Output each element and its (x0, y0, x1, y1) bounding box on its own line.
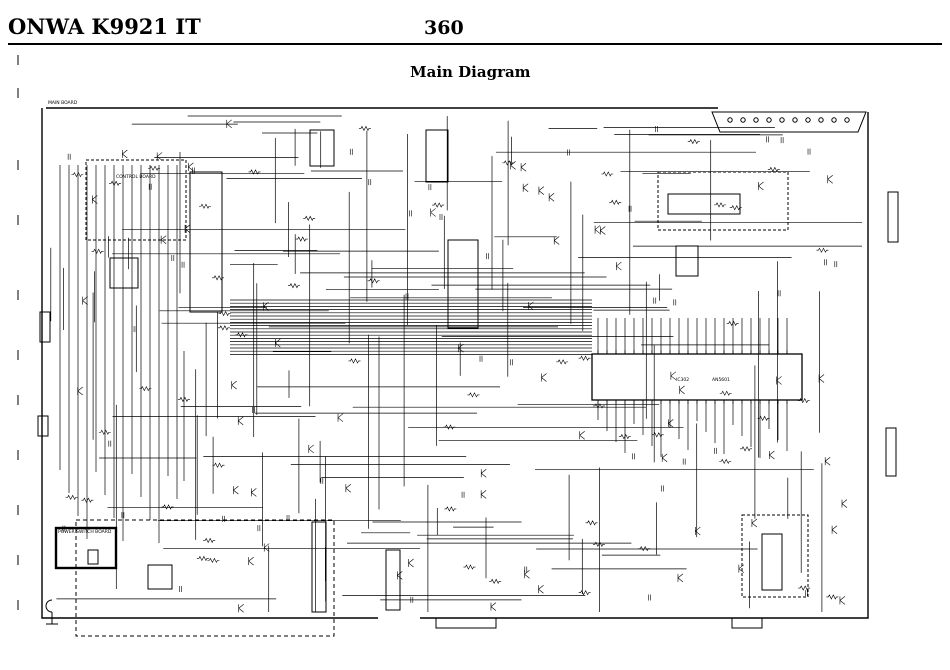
model-title: ONWA K9921 IT (8, 14, 201, 39)
control-board-label: CONTROL BOARD (116, 174, 156, 180)
main-ic-label: IC302 (676, 377, 689, 383)
components (62, 119, 848, 613)
main-ic: IC302 AN5601 (591, 353, 803, 401)
page-number: 360 (424, 17, 464, 39)
diagram-title: Main Diagram (410, 63, 531, 81)
power-switch-board-label: POWER SWITCH BOARD (58, 529, 112, 535)
wiring (50, 115, 862, 612)
ic-blocks (37, 129, 899, 629)
main-ic-part: AN5601 (712, 377, 730, 383)
header-rule (8, 43, 942, 45)
power-plug-icon (45, 599, 58, 625)
main-board-label: MAIN BOARD (48, 100, 78, 106)
scart-connector (711, 111, 867, 133)
